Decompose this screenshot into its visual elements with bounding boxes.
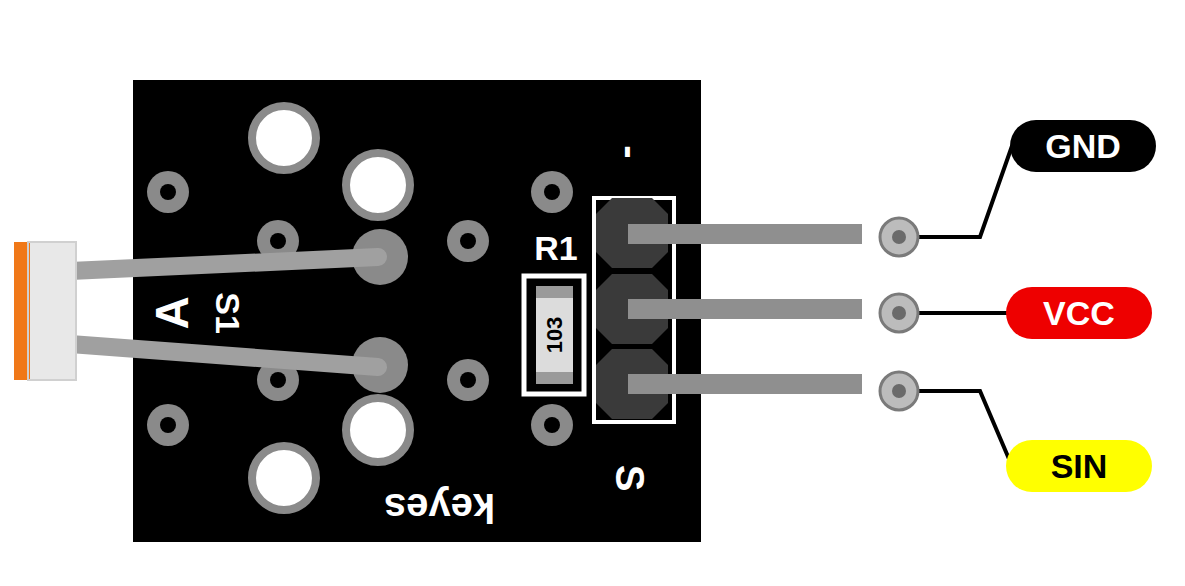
- photoresistor: [14, 242, 76, 380]
- wires: [918, 146, 1012, 466]
- ldr-legs: [70, 257, 378, 367]
- pin-leads: [628, 224, 862, 394]
- pin-label-vcc: VCC: [1006, 287, 1152, 339]
- resistor-designator: R1: [534, 231, 577, 265]
- part-designator: S1: [211, 292, 245, 334]
- pin-name: SIN: [1051, 449, 1108, 483]
- brand-mark: keyes: [384, 488, 495, 528]
- silkscreen-mark: A: [149, 296, 195, 329]
- pin-label-gnd: GND: [1010, 120, 1156, 172]
- pin-minus-mark: -: [611, 145, 651, 158]
- pcb-board: [133, 80, 701, 542]
- terminals: [880, 218, 918, 410]
- pin-signal-mark: S: [610, 465, 650, 492]
- resistor-value: 103: [544, 317, 566, 354]
- pad-holes: [160, 184, 560, 433]
- small-pads: [147, 171, 573, 446]
- resistor-symbol: [524, 276, 584, 394]
- large-holes: [252, 106, 410, 510]
- pin-name: VCC: [1043, 296, 1115, 330]
- pin-label-sin: SIN: [1006, 440, 1152, 492]
- pin-name: GND: [1045, 129, 1121, 163]
